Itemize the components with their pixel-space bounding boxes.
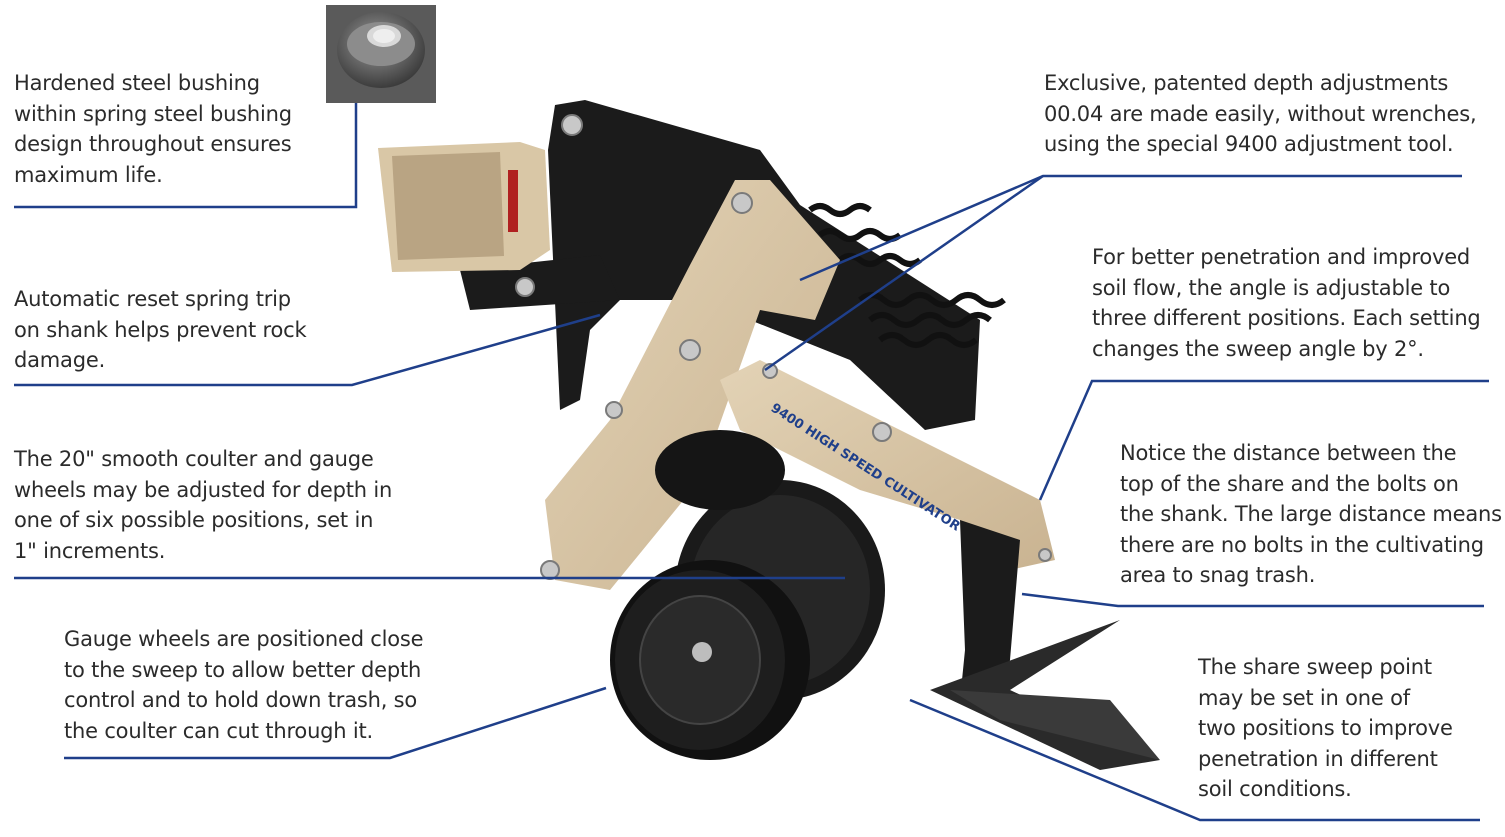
leader-penetration <box>1038 379 1489 501</box>
leader-bushing <box>14 103 358 209</box>
leader-share-distance <box>1021 592 1484 608</box>
callout-penetration: For better penetration and improved soil… <box>1092 245 1481 361</box>
leader-spring-trip <box>14 313 601 387</box>
cultivator-illustration: 9400 HIGH SPEED CULTIVATOR <box>378 100 1160 770</box>
callout-depth-adjust: Exclusive, patented depth adjustments 00… <box>1044 71 1477 157</box>
callout-share-distance: Notice the distance between the top of t… <box>1120 441 1502 588</box>
callout-spring-trip: Automatic reset spring trip on shank hel… <box>14 287 307 373</box>
bolt-icon <box>515 114 1052 580</box>
callout-sweep-point: The share sweep point may be set in one … <box>1198 655 1453 802</box>
leader-lines <box>14 103 1489 822</box>
callout-coulter: The 20" smooth coulter and gauge wheels … <box>14 447 393 563</box>
leader-sweep-point <box>909 698 1480 822</box>
callout-bushing: Hardened steel bushing within spring ste… <box>14 71 292 187</box>
leader-depth-adjust-bottom <box>764 174 1044 372</box>
callout-gauge-wheels: Gauge wheels are positioned close to the… <box>64 627 424 743</box>
bushing-photo <box>326 5 436 103</box>
leader-gauge-wheels <box>64 686 607 760</box>
